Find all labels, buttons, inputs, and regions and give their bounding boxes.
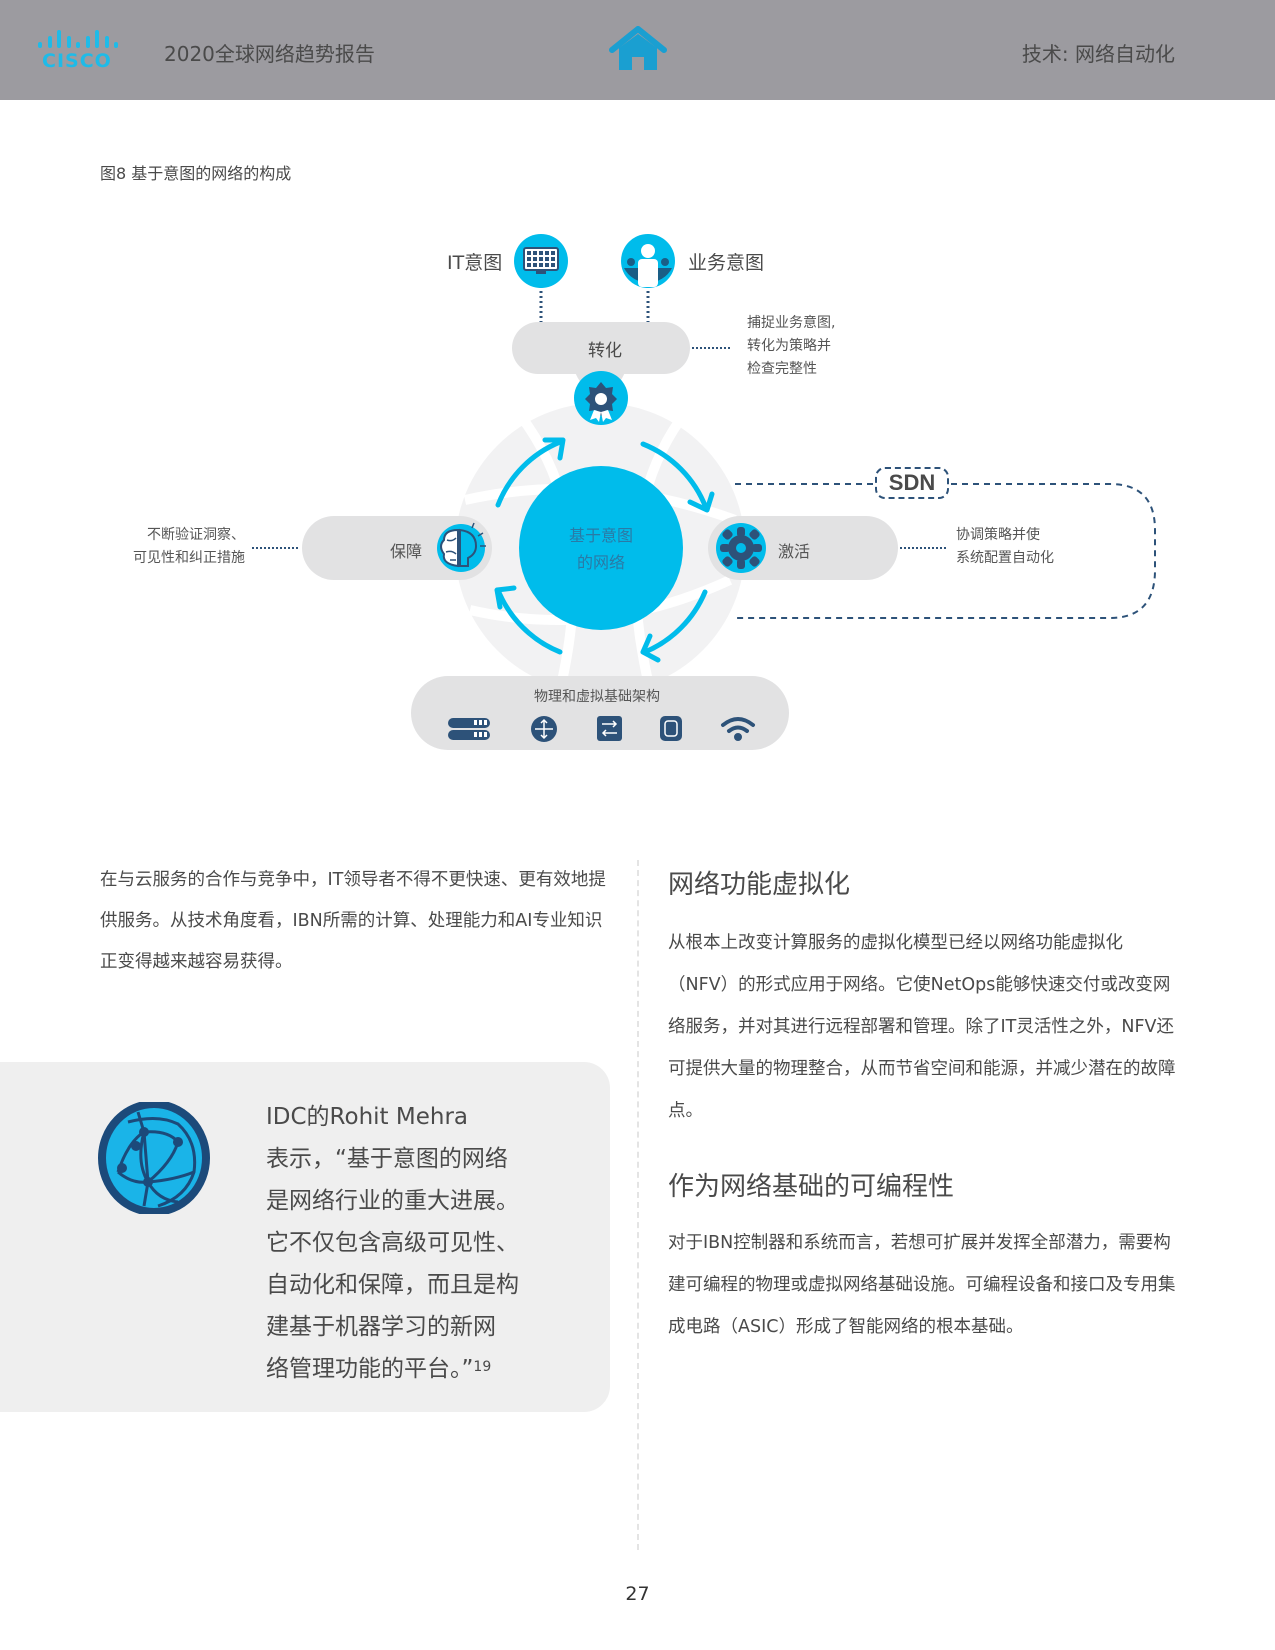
quote-line: 自动化和保障，而且是构 — [266, 1272, 519, 1298]
quote-text: IDC的Rohit Mehra 表示，“基于意图的网络 是网络行业的重大进展。 … — [266, 1096, 566, 1390]
quote-line: 表示，“基于意图的网络 — [266, 1146, 508, 1172]
globe-network-icon — [98, 1100, 210, 1216]
intent-based-network-diagram: IT意图 业务意图 转化 捕捉业务意图, 转化为策略并 检查完整性 不断验证洞察… — [0, 0, 1275, 800]
translate-note: 捕捉业务意图, 转化为策略并 检查完整性 — [747, 315, 836, 377]
translate-label: 转化 — [588, 341, 622, 361]
page-header: CISCO 2020全球网络趋势报告 技术: 网络自动化 — [0, 0, 1275, 100]
intro-paragraph: 在与云服务的合作与竞争中，IT领导者不得不更快速、更有效地提供服务。从技术角度看… — [100, 870, 606, 972]
router-icon — [531, 716, 557, 742]
heading-nfv: 网络功能虚拟化 — [668, 870, 851, 900]
figure-caption: 图8 基于意图的网络的构成 — [100, 164, 292, 183]
wifi-icon — [721, 717, 755, 741]
server-icon — [448, 718, 490, 740]
assurance-note: 不断验证洞察、 可见性和纠正措施 — [133, 527, 245, 566]
diagram-graphics — [252, 234, 1156, 750]
sdn-badge: SDN — [875, 467, 949, 499]
quote-line: 建基于机器学习的新网 — [266, 1314, 496, 1340]
cisco-logo-bars-icon — [38, 30, 118, 48]
quote-line: 它不仅包含高级可见性、 — [266, 1230, 519, 1256]
quote-callout — [0, 1062, 610, 1412]
document-title: 2020全球网络趋势报告 — [164, 42, 375, 66]
activation-note: 协调策略并使 系统配置自动化 — [956, 527, 1054, 566]
it-intent-label: IT意图 — [447, 252, 503, 274]
center-label: 基于意图 的网络 — [568, 526, 633, 572]
page-number: 27 — [625, 1583, 650, 1605]
quote-line: IDC的Rohit Mehra — [266, 1104, 468, 1130]
heading-programmability: 作为网络基础的可编程性 — [668, 1172, 955, 1202]
access-point-icon — [660, 716, 682, 741]
infrastructure-label: 物理和虚拟基础架构 — [534, 689, 660, 705]
assurance-label: 保障 — [390, 542, 423, 561]
quote-line: 络管理功能的平台。”19 — [266, 1356, 492, 1382]
column-divider — [637, 860, 639, 1550]
quote-line: 是网络行业的重大进展。 — [266, 1188, 519, 1214]
section-title: 技术: 网络自动化 — [1021, 42, 1175, 66]
cisco-logo: CISCO — [38, 30, 118, 74]
business-intent-label: 业务意图 — [688, 252, 765, 274]
activation-label: 激活 — [778, 542, 811, 561]
footnote-ref[interactable]: 19 — [473, 1359, 492, 1375]
nfv-paragraph: 从根本上改变计算服务的虚拟化模型已经以网络功能虚拟化（NFV）的形式应用于网络。… — [668, 933, 1176, 1121]
home-icon[interactable] — [606, 26, 670, 74]
programmability-paragraph: 对于IBN控制器和系统而言，若想可扩展并发挥全部潜力，需要构建可编程的物理或虚拟… — [668, 1233, 1176, 1337]
switch-icon — [597, 716, 622, 741]
cisco-logo-text: CISCO — [42, 50, 112, 72]
